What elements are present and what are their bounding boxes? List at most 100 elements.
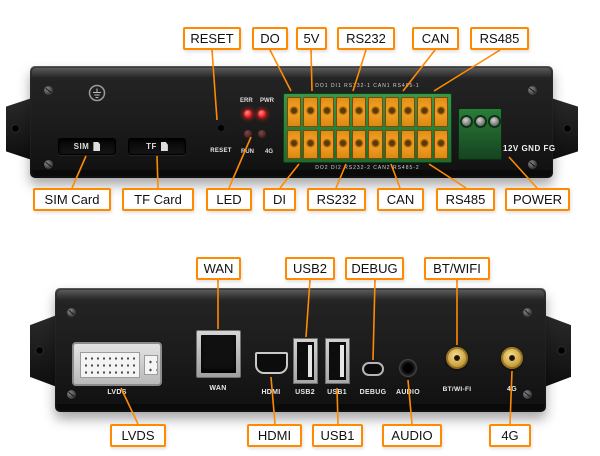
tf-card-slot: TF — [128, 138, 186, 155]
run-4g-labels: RUN 4G — [241, 149, 273, 155]
debug-printed-label: DEBUG — [359, 389, 387, 396]
callout-wan: WAN — [196, 257, 241, 280]
usb2-printed-label: USB2 — [295, 389, 315, 396]
rj45-opening — [201, 335, 236, 373]
power-terminal-screw — [489, 117, 499, 126]
terminal-screw — [303, 129, 318, 159]
chassis-bottom-edge — [57, 404, 544, 410]
callout-5v: 5V — [296, 27, 327, 50]
front-io-panel: SIM TF RESET ERR PWR RUN 4G DO1 DI1 RS23… — [30, 66, 556, 178]
case-screw — [523, 308, 532, 317]
mounting-ear-right — [551, 98, 578, 160]
callout-do: DO — [252, 27, 288, 50]
terminal-screw — [352, 97, 367, 127]
terminal-screw — [303, 97, 318, 127]
mounting-ear-right — [544, 315, 571, 387]
wan-port — [196, 330, 241, 378]
ground-terminal-icon — [88, 84, 106, 102]
terminal-labels-top: DO1 DI1 RS232-1 CAN1 RS485-1 — [315, 83, 420, 89]
terminal-screw — [368, 129, 383, 159]
terminal-screw — [287, 129, 302, 159]
terminal-screw — [417, 97, 432, 127]
power-terminal-screw — [461, 117, 471, 126]
terminal-screw — [319, 97, 334, 127]
terminal-screw — [335, 97, 351, 127]
callout-can-top: CAN — [412, 27, 459, 50]
4g-led-label: 4G — [264, 149, 273, 155]
callout-hdmi: HDMI — [247, 424, 302, 447]
case-screw — [528, 160, 537, 169]
terminal-screw — [368, 97, 383, 127]
4g-antenna-connector — [501, 347, 523, 369]
terminal-screw — [433, 97, 448, 127]
io-terminal-block — [283, 93, 452, 163]
hdmi-printed-label: HDMI — [261, 389, 281, 396]
mounting-ear-left — [6, 98, 32, 160]
err-led-label: ERR — [240, 98, 253, 104]
err-led — [244, 110, 252, 118]
hdmi-port — [255, 352, 288, 374]
callout-rs485-top: RS485 — [470, 27, 529, 50]
usb-tongue — [308, 345, 312, 377]
4g-printed-label: 4G — [507, 386, 517, 393]
callout-rs232-top: RS232 — [337, 27, 395, 50]
callout-usb1: USB1 — [312, 424, 363, 447]
terminal-screw — [287, 97, 302, 127]
pwr-led — [258, 110, 266, 118]
chassis-top-edge — [57, 290, 544, 299]
tf-card-icon — [160, 142, 168, 151]
callout-usb2: USB2 — [285, 257, 335, 280]
terminal-screw — [417, 129, 432, 159]
reset-printed-label: RESET — [210, 148, 232, 154]
power-terminal — [458, 108, 502, 160]
mounting-hole — [11, 124, 20, 133]
mounting-ear-left — [30, 315, 57, 387]
sim-slot-label: SIM — [73, 142, 90, 151]
callout-power: POWER — [505, 188, 570, 211]
case-screw — [44, 160, 53, 169]
terminal-screw — [384, 129, 400, 159]
callout-rs232-bottom: RS232 — [307, 188, 366, 211]
terminal-screw — [401, 129, 416, 159]
case-screw — [528, 86, 537, 95]
tf-slot-label: TF — [146, 142, 157, 151]
lvds-pin-field — [80, 352, 140, 378]
terminal-screw — [319, 129, 334, 159]
bt-wifi-printed-label: BT/WI-FI — [442, 386, 472, 393]
mounting-hole — [557, 346, 566, 355]
run-led — [244, 130, 252, 138]
callout-reset: RESET — [183, 27, 241, 50]
callout-4g: 4G — [489, 424, 531, 447]
callout-lvds: LVDS — [110, 424, 166, 447]
terminal-screw — [352, 129, 367, 159]
lvds-port — [72, 342, 162, 386]
case-screw — [44, 86, 53, 95]
terminal-labels-bottom: DO2 DI2 RS232-2 CAN2 RS485-2 — [315, 165, 420, 171]
terminal-screw — [433, 129, 448, 159]
mounting-hole — [35, 346, 44, 355]
rear-io-panel: LVDS WAN HDMI USB2 USB1 DEBUG AUDIO BT/W… — [55, 288, 546, 412]
lvds-printed-label: LVDS — [107, 389, 127, 396]
power-terminal-screw — [475, 117, 485, 126]
case-screw — [523, 390, 532, 399]
sim-card-slot: SIM — [58, 138, 116, 155]
pwr-led-label: PWR — [260, 98, 274, 104]
terminal-row-bottom — [287, 129, 448, 159]
lvds-analog-pins — [144, 355, 158, 375]
case-screw — [67, 390, 76, 399]
callout-rs485-bottom: RS485 — [436, 188, 495, 211]
sim-card-icon — [93, 142, 101, 151]
audio-printed-label: AUDIO — [395, 389, 421, 396]
power-pins-label: 12V GND FG — [503, 144, 556, 153]
callout-di: DI — [263, 188, 296, 211]
reset-button-hole — [217, 124, 225, 132]
callout-sim-card: SIM Card — [33, 188, 111, 211]
usb1-printed-label: USB1 — [327, 389, 347, 396]
debug-port — [362, 362, 384, 376]
usb2-port — [293, 338, 318, 384]
4g-led — [258, 130, 266, 138]
callout-tf-card: TF Card — [122, 188, 194, 211]
callout-audio: AUDIO — [382, 424, 442, 447]
case-screw — [67, 308, 76, 317]
